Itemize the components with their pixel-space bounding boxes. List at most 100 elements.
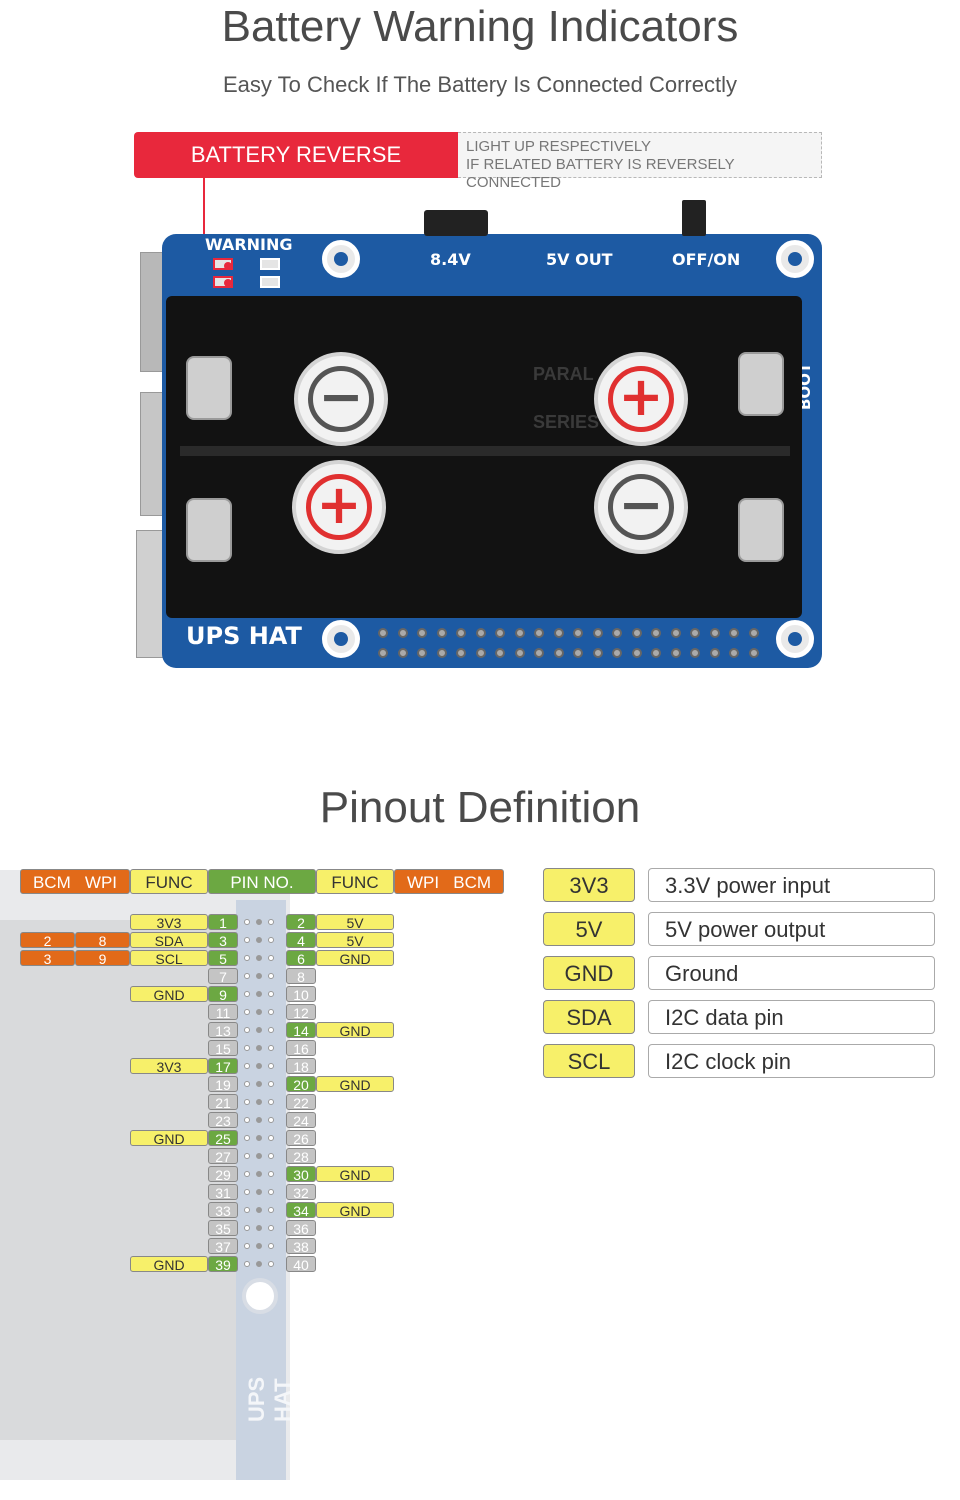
header-pin — [651, 648, 661, 658]
pin-connector-dot — [256, 991, 262, 997]
header-pin — [631, 648, 642, 658]
legend-description: I2C clock pin — [648, 1044, 935, 1078]
header-pin — [378, 648, 388, 658]
pin-number-even: 22 — [286, 1094, 316, 1111]
pin-number-odd: 19 — [208, 1076, 238, 1093]
mounting-hole — [776, 240, 814, 278]
legend-key: 5V — [543, 912, 635, 946]
warning-dot — [224, 262, 232, 270]
pin-connector-dot — [256, 1171, 262, 1177]
header-pin — [612, 648, 622, 658]
pin-connector-dot — [256, 1261, 262, 1267]
pin-connector-dot — [268, 1081, 274, 1087]
plus-icon: + — [306, 474, 372, 540]
header-pin — [534, 628, 544, 638]
battery-slot-1-negative: − — [294, 352, 388, 446]
func-cell: GND — [316, 1166, 394, 1183]
func-cell: 3V3 — [130, 914, 208, 931]
pin-number-even: 32 — [286, 1184, 316, 1201]
pin-connector-dot — [268, 1225, 274, 1231]
func-cell: GND — [316, 1076, 394, 1093]
pin-connector-dot — [256, 1027, 262, 1033]
pin-connector-dot — [256, 973, 262, 979]
pin-connector-dot — [268, 1153, 274, 1159]
pin-connector-dot — [256, 937, 262, 943]
battery-clip — [186, 498, 232, 562]
pin-connector-dot — [244, 1225, 250, 1231]
header-wpi: WPI — [84, 873, 118, 892]
pin-connector-dot — [244, 937, 250, 943]
header-pin — [417, 648, 427, 658]
pin-connector-dot — [268, 1243, 274, 1249]
header-pin — [651, 628, 661, 638]
callout-note-line2: IF RELATED BATTERY IS REVERSELY CONNECTE… — [466, 156, 735, 191]
header-pin — [397, 628, 408, 638]
pin-number-odd: 13 — [208, 1022, 238, 1039]
pin-connector-dot — [268, 1027, 274, 1033]
pin-connector-dot — [256, 1225, 262, 1231]
pin-connector-dot — [256, 1045, 262, 1051]
header-wpi: WPI — [406, 873, 440, 892]
pin-connector-dot — [244, 1135, 250, 1141]
pin-number-odd: 35 — [208, 1220, 238, 1237]
pin-connector-dot — [256, 1189, 262, 1195]
header-func-right: FUNC — [316, 869, 394, 894]
pin-number-even: 40 — [286, 1256, 316, 1273]
pin-connector-dot — [244, 1261, 250, 1267]
pin-number-odd: 3 — [208, 932, 238, 949]
header-pin — [534, 648, 544, 658]
battery-clip — [738, 498, 784, 562]
callout-note-line1: LIGHT UP RESPECTIVELY — [466, 138, 652, 155]
minus-icon: − — [308, 366, 374, 432]
pin-connector-dot — [268, 1063, 274, 1069]
header-pin — [553, 628, 564, 638]
pin-number-even: 36 — [286, 1220, 316, 1237]
header-pin — [709, 628, 720, 638]
battery-clip — [186, 356, 232, 420]
pin-number-odd: 31 — [208, 1184, 238, 1201]
header-pin — [417, 628, 427, 638]
mounting-hole — [322, 620, 360, 658]
pin-connector-dot — [244, 1063, 250, 1069]
header-bcm: BCM — [453, 873, 492, 892]
func-cell: 5V — [316, 932, 394, 949]
pin-connector-dot — [244, 1189, 250, 1195]
pin-number-even: 28 — [286, 1148, 316, 1165]
pin-connector-dot — [256, 1099, 262, 1105]
pin-connector-dot — [256, 1135, 262, 1141]
pin-connector-dot — [244, 1081, 250, 1087]
wpi-cell: 9 — [75, 950, 130, 967]
header-pin — [631, 628, 642, 638]
warning-dot — [224, 279, 232, 287]
pin-number-odd: 27 — [208, 1148, 238, 1165]
battery-holder — [166, 296, 802, 618]
header-pin — [573, 648, 583, 658]
pin-connector-dot — [256, 1243, 262, 1249]
section-title-pinout: Pinout Definition — [319, 783, 641, 832]
pin-connector-dot — [268, 973, 274, 979]
power-switch — [682, 200, 706, 236]
pin-connector-dot — [244, 919, 250, 925]
pin-number-odd: 1 — [208, 914, 238, 931]
pin-connector-dot — [268, 937, 274, 943]
header-pin — [592, 648, 603, 658]
header-pin — [456, 628, 466, 638]
pin-number-odd: 29 — [208, 1166, 238, 1183]
header-pin — [475, 648, 486, 658]
legend-key: 3V3 — [543, 868, 635, 902]
header-pin-no: PIN NO. — [208, 869, 316, 894]
header-func-left: FUNC — [130, 869, 208, 894]
pin-connector-dot — [244, 1171, 250, 1177]
silk-off-on: OFF/ON — [672, 250, 741, 269]
pin-connector-dot — [256, 1081, 262, 1087]
plus-icon: + — [608, 366, 674, 432]
faded-board-image: UPS HAT — [0, 870, 295, 1480]
header-pin — [690, 628, 700, 638]
pin-number-even: 18 — [286, 1058, 316, 1075]
pin-number-odd: 7 — [208, 968, 238, 985]
silk-ups-hat: UPS HAT — [186, 622, 302, 650]
pin-number-odd: 9 — [208, 986, 238, 1003]
pin-connector-dot — [268, 991, 274, 997]
header-pin — [612, 628, 622, 638]
minus-icon: − — [608, 474, 674, 540]
